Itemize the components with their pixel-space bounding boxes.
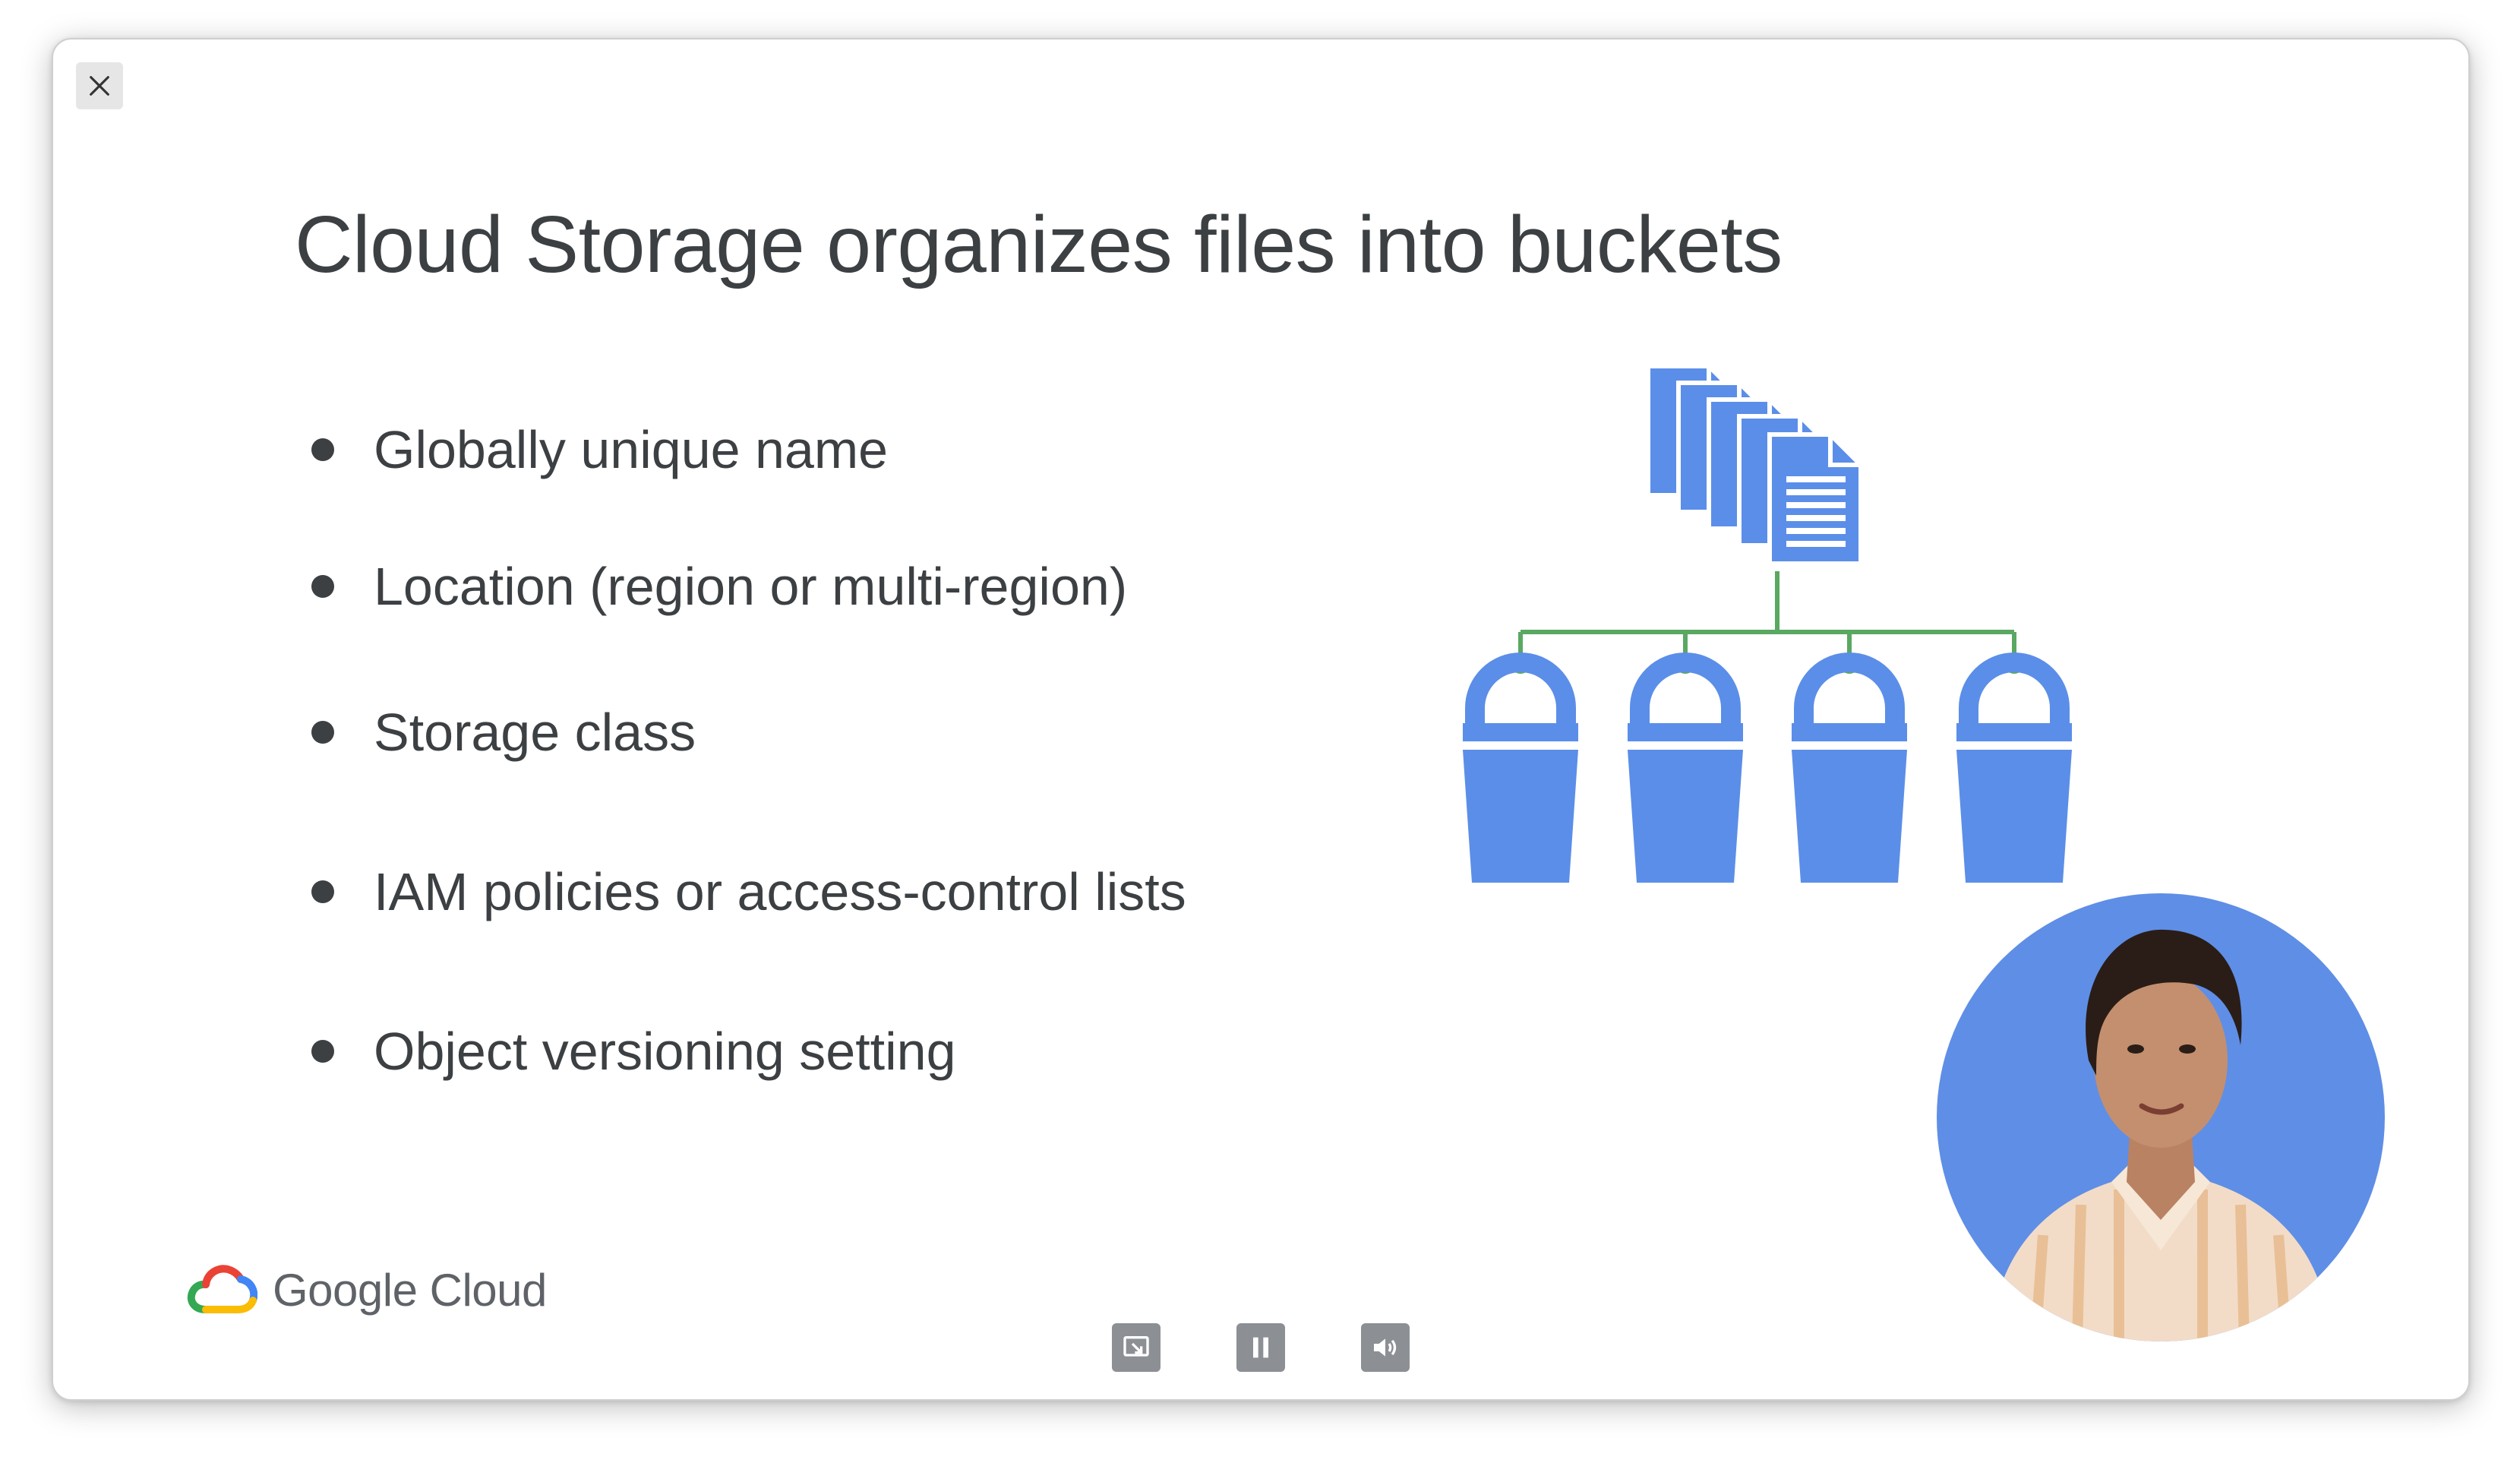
screenshot-button[interactable] (1112, 1323, 1161, 1372)
connector-dots (1511, 654, 2024, 674)
bucket-icon (1628, 653, 1743, 883)
google-cloud-icon (187, 1265, 257, 1313)
bullet-dot (311, 575, 334, 598)
bullet-dot (311, 880, 334, 903)
bullet-text: IAM policies or access-control lists (374, 862, 1186, 921)
pause-button[interactable] (1236, 1323, 1285, 1372)
player-controls (1112, 1323, 1410, 1372)
presenter-avatar-icon (1990, 929, 2332, 1341)
bullet-text: Location (region or multi-region) (374, 557, 1128, 616)
volume-button[interactable] (1361, 1323, 1410, 1372)
bullet-text: Object versioning setting (374, 1022, 956, 1081)
file-stack-icon (1646, 366, 1863, 566)
bullet-item: Storage class (311, 702, 696, 763)
bullet-dot (311, 438, 334, 461)
bullet-dot (311, 1040, 334, 1063)
bullet-dot (311, 721, 334, 744)
bullet-text: Globally unique name (374, 420, 889, 479)
bucket-icon (1792, 653, 1907, 883)
google-cloud-logo: Google Cloud (186, 1262, 547, 1317)
pause-icon (1253, 1337, 1268, 1358)
screen-capture-icon (1123, 1336, 1149, 1357)
bullet-item: Location (region or multi-region) (311, 556, 1127, 617)
presenter-video (1937, 893, 2385, 1341)
slide-window: Cloud Storage organizes files into bucke… (52, 38, 2470, 1401)
bullet-item: Object versioning setting (311, 1021, 956, 1082)
bullet-text: Storage class (374, 703, 696, 762)
logo-text: Google Cloud (273, 1264, 547, 1316)
close-icon (90, 76, 109, 96)
bullet-item: IAM policies or access-control lists (311, 861, 1186, 922)
bucket-icon (1463, 653, 1578, 883)
close-button[interactable] (76, 62, 123, 109)
volume-icon (1374, 1338, 1397, 1357)
bullet-item: Globally unique name (311, 419, 888, 480)
buckets-diagram (1463, 366, 2072, 883)
bucket-icon (1956, 653, 2072, 883)
connector-lines (1518, 571, 2016, 659)
slide-title: Cloud Storage organizes files into bucke… (295, 200, 1783, 289)
